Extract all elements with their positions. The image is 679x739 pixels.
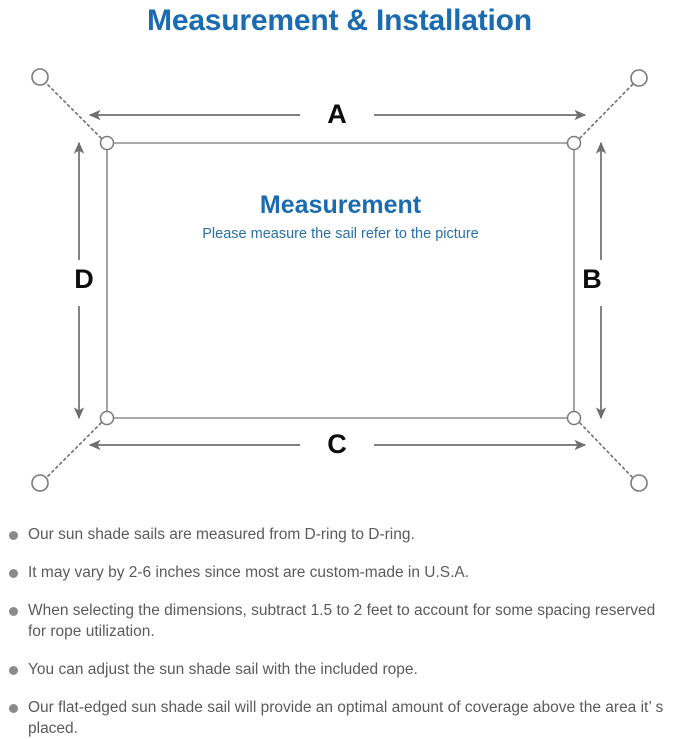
anchor-point-top-left-icon bbox=[31, 68, 49, 86]
center-subtitle: Please measure the sail refer to the pic… bbox=[202, 226, 479, 242]
bullet-icon bbox=[9, 569, 18, 578]
list-item: It may vary by 2-6 inches since most are… bbox=[0, 562, 679, 583]
rope-top-left bbox=[45, 82, 102, 139]
sail-measurement-diagram: A B C D Measurement Please measure the s… bbox=[0, 48, 679, 518]
dimension-label-a: A bbox=[327, 99, 347, 129]
notes-list: Our sun shade sails are measured from D-… bbox=[0, 524, 679, 739]
list-item: Our sun shade sails are measured from D-… bbox=[0, 524, 679, 545]
note-text: It may vary by 2-6 inches since most are… bbox=[28, 564, 470, 581]
bullet-icon bbox=[9, 704, 18, 713]
dimension-label-d: D bbox=[74, 264, 94, 294]
dimension-label-c: C bbox=[327, 429, 347, 459]
anchor-point-bottom-right-icon bbox=[630, 474, 648, 492]
anchor-point-top-right-icon bbox=[630, 69, 648, 87]
note-text: You can adjust the sun shade sail with t… bbox=[28, 661, 418, 678]
diagram-svg bbox=[31, 68, 648, 492]
bullet-icon bbox=[9, 666, 18, 675]
center-heading: Measurement bbox=[259, 191, 422, 219]
sail-center-caption: Measurement Please measure the sail refe… bbox=[107, 190, 574, 244]
note-text: Our sun shade sails are measured from D-… bbox=[28, 526, 415, 543]
d-ring-top-right-icon bbox=[566, 135, 582, 151]
list-item: You can adjust the sun shade sail with t… bbox=[0, 659, 679, 680]
note-text: When selecting the dimensions, subtract … bbox=[28, 602, 656, 640]
rope-bottom-left bbox=[45, 422, 102, 479]
d-ring-bottom-left-icon bbox=[99, 410, 115, 426]
anchor-point-bottom-left-icon bbox=[31, 474, 49, 492]
bullet-icon bbox=[9, 531, 18, 540]
note-text: Our flat-edged sun shade sail will provi… bbox=[28, 699, 664, 737]
rope-bottom-right bbox=[579, 422, 634, 479]
bullet-icon bbox=[9, 607, 18, 616]
sail-rectangle bbox=[106, 142, 575, 419]
list-item: When selecting the dimensions, subtract … bbox=[0, 600, 679, 642]
d-ring-top-left-icon bbox=[99, 135, 115, 151]
page-title: Measurement & Installation bbox=[147, 4, 532, 37]
list-item: Our flat-edged sun shade sail will provi… bbox=[0, 697, 679, 739]
dimension-label-b: B bbox=[582, 264, 602, 294]
d-ring-bottom-right-icon bbox=[566, 410, 582, 426]
rope-top-right bbox=[579, 83, 634, 139]
